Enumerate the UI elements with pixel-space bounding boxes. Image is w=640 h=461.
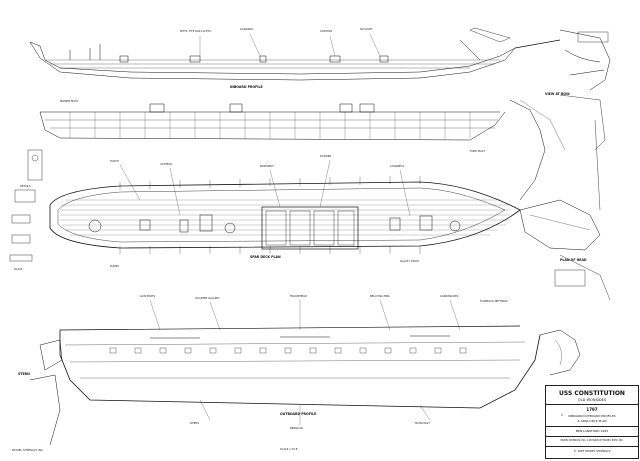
- note-channels: CHANNELS: [390, 165, 405, 168]
- label-outboard: OUTBOARD PROFILE: [280, 412, 317, 416]
- label-stern: STERN: [18, 372, 30, 376]
- note-carronades: CARRONADES: [440, 295, 459, 298]
- sheet-number: 1: [560, 413, 564, 417]
- note-bitts: BITTS, FIFE RAILS & ETC.: [180, 30, 212, 33]
- label-inboard: INBOARD PROFILE: [230, 85, 263, 89]
- title-block: USS CONSTITUTION OLD IRONSIDES 1797 1 IN…: [545, 385, 639, 459]
- title: USS CONSTITUTION: [559, 390, 625, 397]
- note-bowsprit: BOWSPRIT: [260, 165, 274, 168]
- brand-left: MODEL SHIPWAYS INC: [12, 448, 43, 452]
- note-belaying-pins: BELAYING PINS: [370, 295, 390, 298]
- note-binnacle: BINNACLE: [290, 427, 304, 430]
- label-spar-deck: SPAR DECK PLAN: [250, 255, 281, 259]
- note-skylight: SKYLIGHT: [360, 28, 373, 31]
- note-mizzen: MIZZEN MAST: [60, 100, 79, 103]
- note-gunports: GUN PORTS: [140, 295, 156, 298]
- note-galley: GALLEY STACK: [400, 260, 419, 263]
- left-details: [9, 149, 43, 262]
- bow-head-detail-top: [469, 27, 611, 91]
- company: MODEL SHIPWAYS, INC. A DIVISION OF MODEL…: [560, 439, 624, 442]
- note-details: DETAILS: [20, 185, 31, 188]
- outboard-profile-lower: [29, 325, 581, 446]
- label-head-plan: PLAN OF HEAD: [560, 258, 587, 262]
- outboard-profile-upper: [39, 103, 506, 141]
- note-mainmast: MAIN MAST: [415, 422, 430, 425]
- year: 1797: [586, 407, 598, 412]
- note-wheel: WHEEL: [190, 422, 200, 425]
- note-scale: SCALE: [14, 268, 23, 271]
- note-cathead: CATHEAD: [160, 163, 173, 166]
- drafter: BEN LANKFORD 1995: [575, 429, 609, 433]
- head-plan: [519, 199, 611, 301]
- sheet-content-2: & SPAR DECK PLAN: [577, 419, 607, 423]
- spar-deck-plan: [49, 176, 521, 254]
- note-rudder: RUDDER: [320, 155, 332, 158]
- inboard-profile-hull: [29, 39, 561, 81]
- subtitle: OLD IRONSIDES: [577, 398, 607, 402]
- note-capstan: CAPSTAN: [320, 30, 332, 33]
- bow-side-detail: [509, 94, 606, 211]
- note-hammock: HAMMOCK NETTINGS: [480, 300, 508, 303]
- note-hatch: HATCH: [110, 160, 119, 163]
- label-bow: VIEW AT BOW: [545, 92, 570, 96]
- note-gangway: GANGWAY: [240, 28, 254, 31]
- note-quarter-gallery: QUARTER GALLERY: [195, 297, 220, 300]
- note-foremast: FORE MAST: [470, 150, 486, 153]
- note-figurehead: FIGUREHEAD: [290, 295, 307, 298]
- scale-note: SCALE 1:76.8: [280, 448, 298, 451]
- copyright: © 1995 MODEL SHIPWAYS: [573, 449, 611, 453]
- note-pumps: PUMPS: [110, 265, 119, 268]
- sheet-content-1: INBOARD/OUTBOARD PROFILES: [568, 414, 616, 418]
